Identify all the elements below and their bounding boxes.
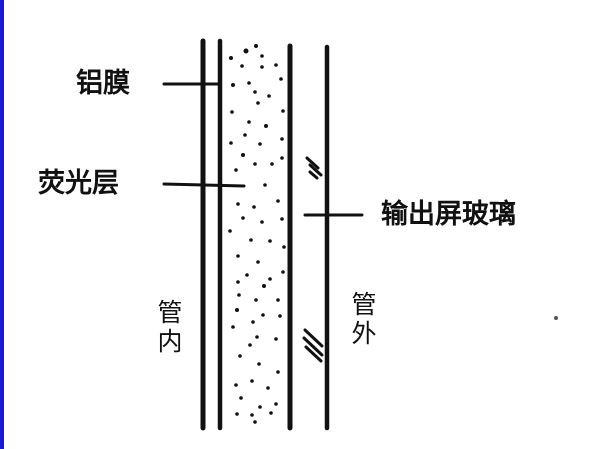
glass-hatch-top bbox=[305, 156, 323, 180]
label-output-screen-glass: 输出屏玻璃 bbox=[381, 199, 516, 230]
glass-hatch-bottom bbox=[302, 328, 324, 363]
label-phosphor-layer: 荧光层 bbox=[38, 168, 119, 199]
phosphor-layer-leader bbox=[162, 182, 246, 188]
label-tube-inside: 管内 bbox=[157, 298, 183, 356]
speck bbox=[554, 316, 558, 320]
phosphor-dots bbox=[228, 44, 286, 424]
label-tube-outside: 管外 bbox=[351, 290, 377, 348]
label-aluminum-film: 铝膜 bbox=[76, 68, 130, 99]
slide-left-border bbox=[0, 0, 4, 449]
